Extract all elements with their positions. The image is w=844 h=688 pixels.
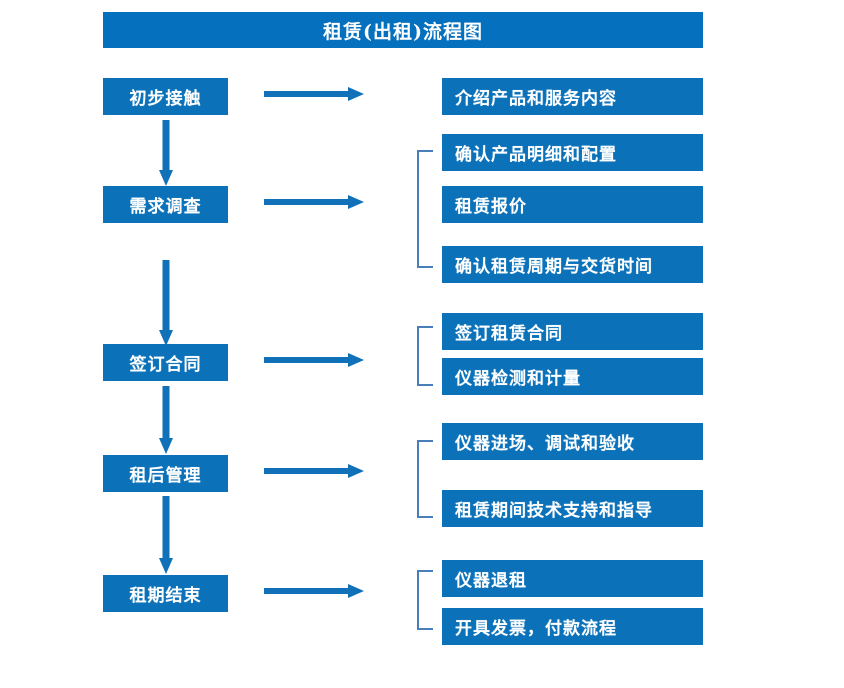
detail-box-sign-rental-contract[interactable]: 签订租赁合同 [442,313,703,350]
right-arrow-icon-2 [264,195,364,209]
detail-box-confirm-product-details[interactable]: 确认产品明细和配置 [442,134,703,171]
detail-box-technical-support[interactable]: 租赁期间技术支持和指导 [442,490,703,527]
down-arrow-icon-3 [159,386,173,454]
detail-box-confirm-rental-period[interactable]: 确认租赁周期与交货时间 [442,246,703,283]
stage-box-sign-contract[interactable]: 签订合同 [103,344,228,381]
down-arrow-icon-2 [159,260,173,346]
detail-box-rental-quotation[interactable]: 租赁报价 [442,186,703,223]
down-arrow-icon-4 [159,496,173,574]
detail-box-instrument-entry-commissioning[interactable]: 仪器进场、调试和验收 [442,423,703,460]
bracket-icon-needs-survey-group [417,150,433,268]
right-arrow-icon-4 [264,464,364,478]
detail-box-introduce-products[interactable]: 介绍产品和服务内容 [442,78,703,115]
bracket-icon-post-rental-group [417,440,433,518]
diagram-title: 租赁(出租)流程图 [103,12,703,48]
stage-box-initial-contact[interactable]: 初步接触 [103,78,228,115]
bracket-icon-rental-end-group [417,570,433,630]
stage-box-post-rental-management[interactable]: 租后管理 [103,455,228,492]
right-arrow-icon-1 [264,87,364,101]
right-arrow-icon-3 [264,353,364,367]
right-arrow-icon-5 [264,584,364,598]
stage-box-needs-survey[interactable]: 需求调查 [103,186,228,223]
detail-box-invoice-payment[interactable]: 开具发票，付款流程 [442,608,703,645]
stage-box-rental-end[interactable]: 租期结束 [103,575,228,612]
bracket-icon-contract-group [417,326,433,386]
down-arrow-icon-1 [159,120,173,186]
detail-box-instrument-inspection[interactable]: 仪器检测和计量 [442,358,703,395]
detail-box-instrument-return[interactable]: 仪器退租 [442,560,703,597]
